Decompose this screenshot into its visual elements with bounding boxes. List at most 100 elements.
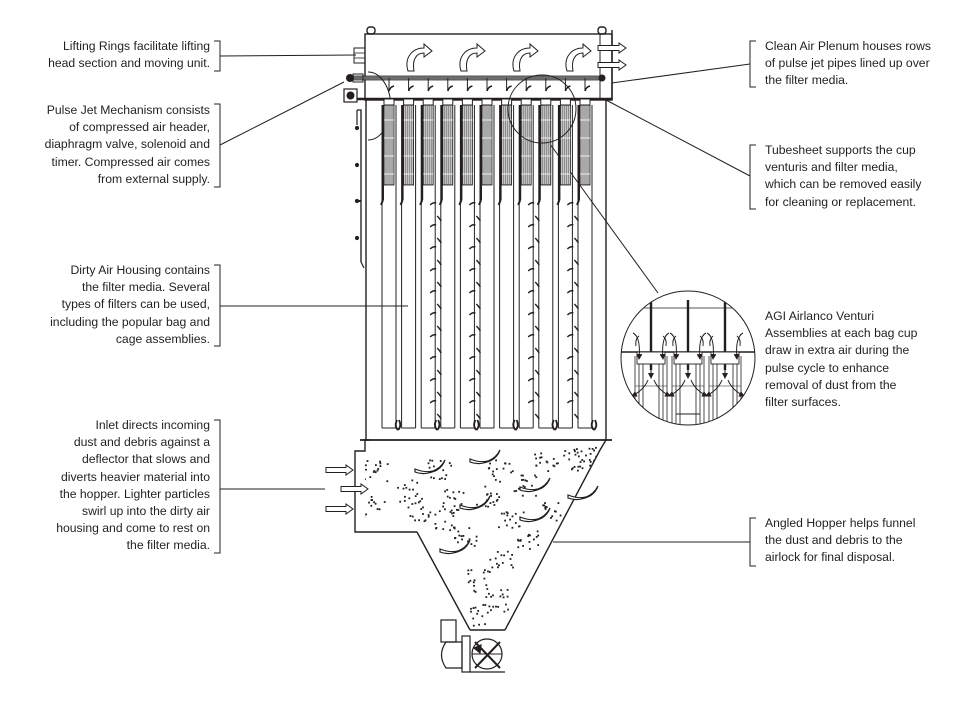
dust-particle (535, 457, 537, 460)
dust-particle (550, 517, 552, 519)
dust-particle (472, 607, 475, 609)
dust-particle (449, 511, 452, 513)
airlock-gearbox (440, 641, 463, 669)
dust-particle (521, 479, 523, 481)
dust-swirl-mark (534, 281, 540, 288)
inlet-arrow-icon (340, 483, 369, 495)
callout-line: filter surfaces. (765, 395, 841, 410)
dust-particle (482, 604, 485, 606)
dust-swirl-mark (436, 237, 442, 244)
dust-particle (524, 479, 527, 482)
dust-swirl-mark (468, 312, 476, 316)
callout-line: which can be removed easily (765, 177, 922, 192)
pulse-spread-icon (473, 419, 480, 431)
venturi-detail (620, 290, 756, 426)
pulse-nozzle-icon (407, 85, 414, 92)
dust-particle (376, 469, 379, 472)
dust-particle (503, 610, 506, 613)
pulse-spread-icon (434, 419, 441, 431)
dust-particle (574, 453, 577, 456)
dust-swirl-mark (475, 413, 481, 420)
venturi-cup (461, 98, 473, 106)
dust-swirl-mark (475, 259, 481, 266)
dust-particle (543, 504, 546, 507)
side-ladder (354, 109, 365, 269)
callout-line: draw in extra air during the (765, 343, 910, 358)
dust-swirl-mark (534, 303, 540, 310)
dust-particle (434, 523, 437, 525)
dust-particle (456, 508, 458, 511)
callout-line: Dirty Air Housing contains (70, 263, 210, 277)
dust-particle (501, 593, 504, 596)
dust-particle (557, 502, 560, 504)
dust-particle (407, 506, 410, 509)
dust-particle (431, 459, 434, 462)
dust-particle (519, 539, 522, 542)
dust-particle (493, 504, 496, 506)
dust-particle (446, 489, 449, 491)
dust-particle (475, 539, 478, 542)
dust-particle (589, 461, 592, 463)
curved-airflow-arrow-icon (512, 42, 539, 72)
dust-particle (470, 569, 473, 572)
venturi-cup (710, 351, 740, 365)
dust-particle (497, 606, 499, 608)
inlet-airflow-arrows (325, 464, 369, 515)
dust-particle (423, 520, 426, 523)
dust-particle (467, 581, 470, 584)
callout-line: the filter media. (126, 538, 210, 553)
dust-particle (521, 494, 524, 497)
venturi-cup (422, 98, 434, 106)
dust-particle (599, 455, 602, 457)
dust-particle (368, 501, 370, 504)
pulse-spread-icon (512, 419, 519, 431)
leader-pulse-jet (219, 81, 345, 146)
dust-particle (490, 609, 492, 612)
dust-particle (482, 571, 485, 574)
venturi-cup (501, 98, 513, 106)
dust-particle (500, 554, 503, 557)
dust-particle (373, 470, 376, 472)
filter-bag (478, 78, 495, 429)
callout-line: of compressed air header, (69, 120, 210, 135)
dust-particle (484, 569, 486, 571)
dust-particle (517, 538, 519, 541)
dust-particle (539, 461, 541, 464)
dust-particle (485, 596, 488, 598)
dust-particle (559, 514, 562, 517)
dust-particle (592, 473, 594, 476)
dust-swirl-mark (534, 259, 540, 266)
leader-lifting-rings (219, 54, 357, 57)
callout-line: cage assemblies. (115, 331, 210, 346)
dust-particle (365, 468, 367, 471)
dust-particle (498, 496, 501, 498)
dust-particle (460, 503, 463, 505)
dust-particle (520, 474, 523, 477)
dust-particle (588, 447, 591, 450)
dust-particle (372, 471, 375, 473)
dust-particle (430, 476, 433, 479)
dust-particle (573, 466, 576, 468)
callout-line: timer. Compressed air comes (51, 154, 211, 169)
callout-line: pulse cycle to enhance (765, 360, 889, 375)
dust-particle (454, 498, 457, 500)
callout-line: removal of dust from the (765, 377, 897, 392)
dust-particle (490, 492, 492, 495)
dust-swirl-mark (436, 369, 442, 376)
dust-swirl-mark (475, 303, 481, 310)
curved-airflow-arrow-icon (459, 42, 486, 72)
dust-particle (438, 478, 441, 480)
dust-swirl-mark (468, 268, 476, 272)
dust-particle (462, 492, 465, 494)
venturi-cup (520, 98, 532, 106)
air-intake-arrow-icon (733, 332, 744, 360)
dust-particle (417, 501, 420, 504)
venturi-zoom-indicator (507, 74, 577, 144)
dust-particle (593, 459, 596, 462)
dust-particle (453, 497, 456, 500)
dust-swirl-mark (566, 268, 574, 272)
dust-swirl-mark (573, 325, 579, 332)
deflector-vane (519, 507, 551, 523)
dust-particle (496, 498, 499, 501)
callout-line: Clean Air Plenum houses rows (765, 39, 931, 53)
